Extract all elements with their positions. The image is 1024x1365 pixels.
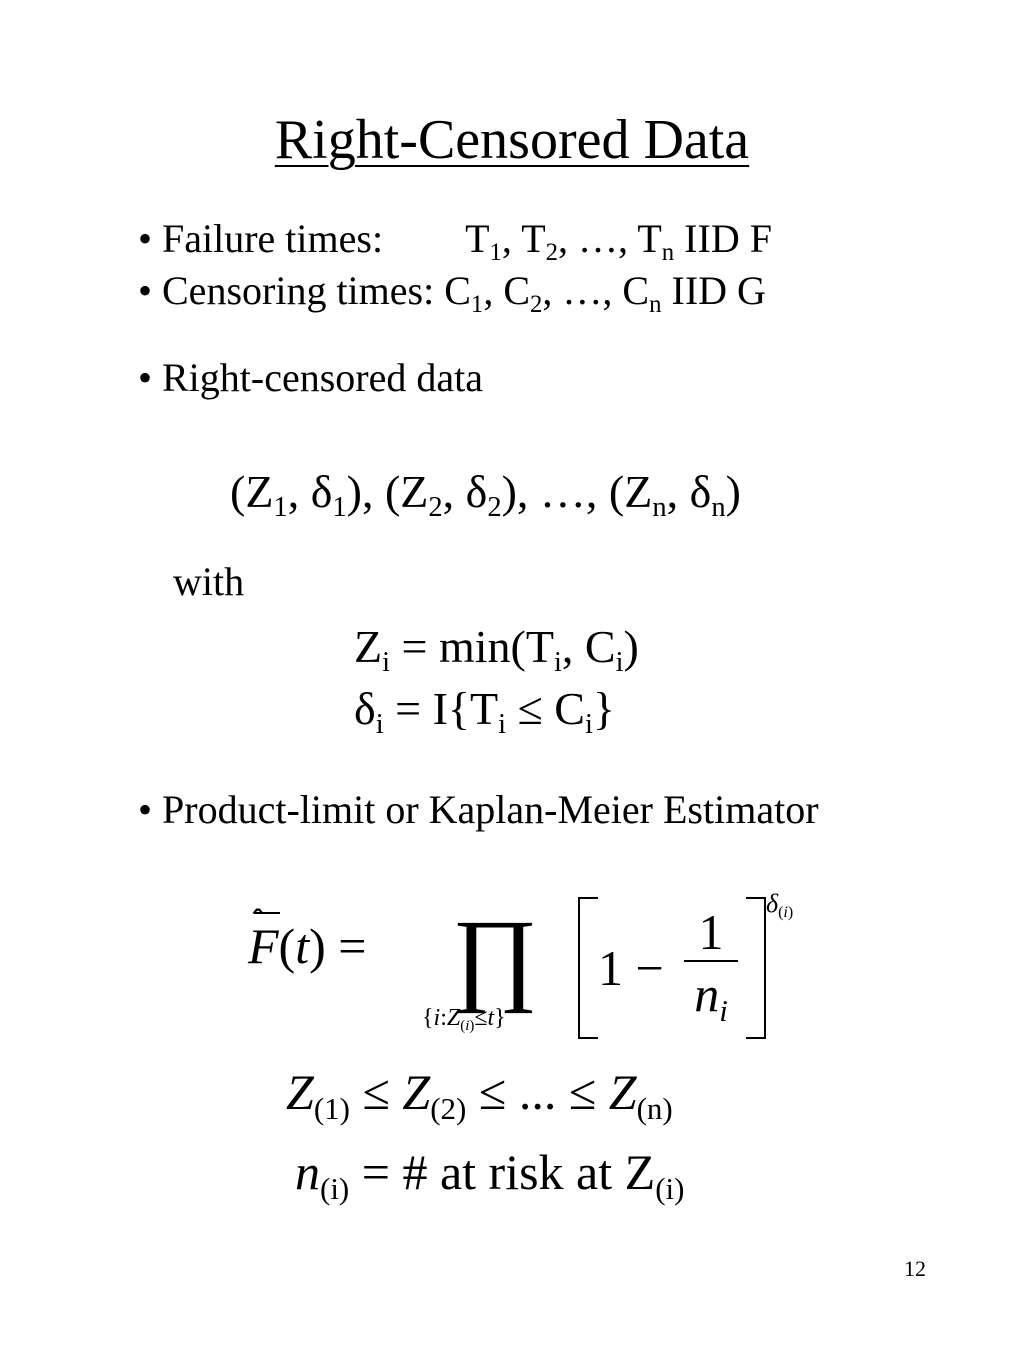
fraction-one-over-ni: 1 ni <box>684 904 738 1026</box>
slide-title: Right-Censored Data <box>274 109 750 171</box>
delta-indicator-formula: δi = I{Ti ≤ Ci} <box>354 683 615 741</box>
one-minus: 1 − <box>598 940 664 996</box>
z-min-formula: Zi = min(Ti, Ci) <box>354 621 639 679</box>
f-hat-of-t: F̂(t) = <box>248 912 366 974</box>
failure-times-label: • Failure times: <box>138 216 384 261</box>
min-text: = min(T <box>390 621 554 672</box>
failure-times-line: • Failure times:T1, T2, …, Tn IID F <box>138 216 772 266</box>
censoring-times-label: • Censoring times: <box>138 268 435 313</box>
censoring-distribution: IID G <box>661 268 766 313</box>
at-risk-text: = # at risk at Z <box>349 1144 656 1200</box>
censoring-times-line: • Censoring times: C1, C2, …, Cn IID G <box>138 268 766 318</box>
delta-exponent: δ(i) <box>766 889 794 922</box>
order-sub-2: (2) <box>430 1090 467 1126</box>
at-risk-formula: n(i) = # at risk at Z(i) <box>295 1144 685 1206</box>
leq-text: ≤ C <box>506 683 585 734</box>
indicator-text: = I{T <box>383 683 499 734</box>
right-bracket <box>746 897 766 1039</box>
with-label: with <box>173 559 245 604</box>
data-pairs-formula: (Z1, δ1), (Z2, δ2), …, (Zn, δn) <box>230 466 741 524</box>
kaplan-meier-bullet: • Product-limit or Kaplan-Meier Estimato… <box>138 787 819 832</box>
order-sub-n: (n) <box>636 1090 673 1126</box>
product-index: {i:Z(i)≤t} <box>422 1005 506 1034</box>
page-number: 12 <box>904 1256 926 1281</box>
ni-sub: (i) <box>320 1170 350 1206</box>
failure-distribution: IID F <box>674 216 772 261</box>
order-statistics-formula: Z(1) ≤ Z(2) ≤ ... ≤ Z(n) <box>286 1064 673 1126</box>
product-symbol: ∏ <box>452 899 538 1014</box>
right-censored-bullet: • Right-censored data <box>138 355 483 400</box>
left-bracket <box>578 897 598 1039</box>
order-sub-1: (1) <box>313 1090 350 1126</box>
